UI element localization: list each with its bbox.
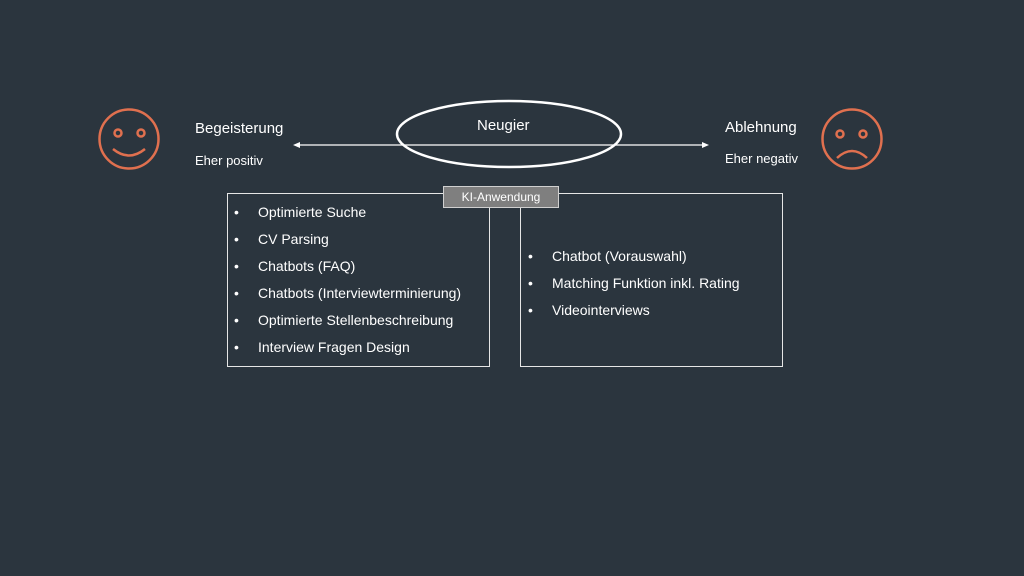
list-item: •Optimierte Suche bbox=[234, 204, 367, 220]
smiley-icon bbox=[98, 108, 160, 170]
list-item: •Chatbot (Vorauswahl) bbox=[528, 248, 687, 264]
right-title: Ablehnung bbox=[725, 119, 797, 136]
ki-anwendung-label: KI-Anwendung bbox=[443, 186, 559, 208]
list-item: •Optimierte Stellenbeschreibung bbox=[234, 312, 454, 328]
left-box bbox=[227, 193, 490, 367]
frown-icon bbox=[821, 108, 883, 170]
list-item: •Interview Fragen Design bbox=[234, 339, 410, 355]
left-subtitle: Eher positiv bbox=[195, 153, 263, 168]
spectrum-arrow bbox=[293, 142, 709, 148]
list-item: •CV Parsing bbox=[234, 231, 329, 247]
list-item: •Chatbots (Interviewterminierung) bbox=[234, 285, 462, 301]
list-item: •Chatbots (FAQ) bbox=[234, 258, 356, 274]
center-title: Neugier bbox=[477, 117, 530, 134]
right-box bbox=[520, 193, 783, 367]
left-title: Begeisterung bbox=[195, 120, 284, 137]
right-subtitle: Eher negativ bbox=[725, 151, 798, 166]
neugier-ellipse bbox=[395, 99, 623, 169]
list-item: •Matching Funktion inkl. Rating bbox=[528, 275, 740, 291]
list-item: •Videointerviews bbox=[528, 302, 650, 318]
